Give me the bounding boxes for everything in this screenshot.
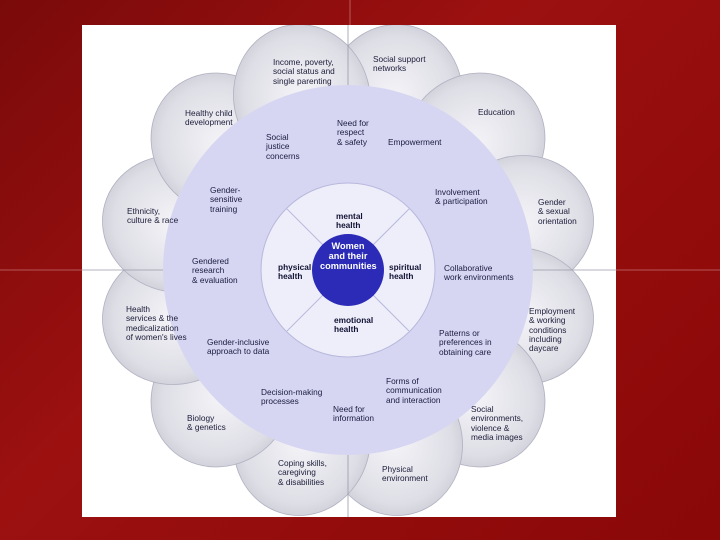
ring-label-patterns-care: Patterns or preferences in obtaining car… (439, 328, 492, 357)
quadrant-emotional-health: emotional health (334, 315, 374, 335)
ring-label-gendered-research: Gendered research & evaluation (192, 256, 238, 285)
quadrant-mental-health: mental health (336, 211, 363, 231)
petal-label-employment: Employment & working conditions includin… (529, 306, 576, 354)
diagram-panel: Women and their communities mental healt… (82, 25, 616, 517)
ring-label-empowerment: Empowerment (388, 137, 442, 147)
ring-label-gender-inclusive: Gender-inclusive approach to data (207, 337, 270, 357)
petal-label-ethnicity: Ethnicity, culture & race (127, 206, 179, 226)
ring-label-gender-sensitive: Gender- sensitive training (210, 185, 243, 214)
flower-diagram (82, 25, 616, 517)
petal-label-income-poverty: Income, poverty, social status and singl… (273, 57, 335, 86)
petal-label-social-support: Social support networks (373, 54, 426, 74)
ring-label-collaborative: Collaborative work environments (444, 263, 514, 283)
petal-label-social-environments: Social environments, violence & media im… (471, 404, 524, 442)
quadrant-physical-health: physical health (278, 262, 312, 282)
petal-label-gender-sexual: Gender & sexual orientation (538, 197, 577, 226)
ring-label-decision-making: Decision-making processes (261, 387, 323, 407)
center-circle (312, 234, 384, 306)
petal-label-biology-genetics: Biology & genetics (187, 413, 226, 433)
ring-label-social-justice: Social justice concerns (266, 132, 300, 161)
petal-label-health-services: Health services & the medicalization of … (126, 304, 187, 342)
petal-label-education: Education (478, 107, 515, 117)
petal-label-coping-skills: Coping skills, caregiving & disabilities (278, 458, 327, 487)
ring-label-respect-safety: Need for respect & safety (337, 118, 369, 147)
ring-label-information: Need for information (333, 404, 375, 424)
ring-label-involvement: Involvement & participation (435, 187, 488, 207)
center-label: Women and their communities (320, 241, 377, 271)
petal-label-healthy-child: Healthy child development (185, 108, 233, 128)
quadrant-spiritual-health: spiritual health (389, 262, 422, 282)
petal-label-physical-environment: Physical environment (382, 464, 428, 484)
ring-label-communication: Forms of communication and interaction (386, 376, 442, 405)
